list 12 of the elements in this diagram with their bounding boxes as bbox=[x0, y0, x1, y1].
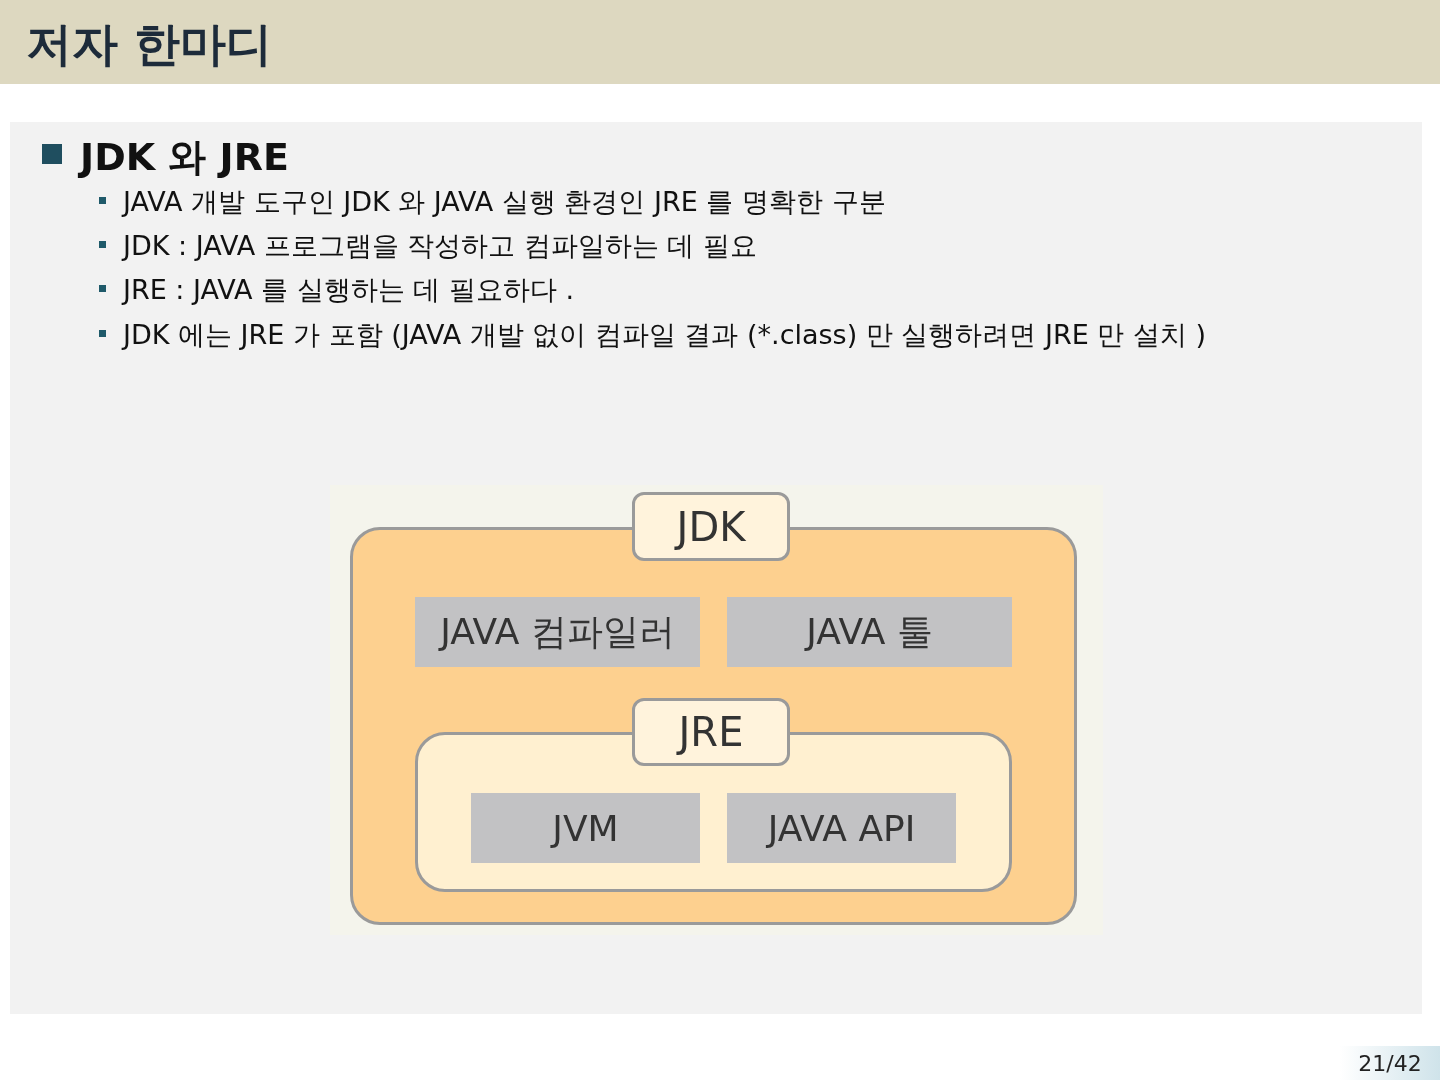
tab-label: JDK bbox=[632, 492, 790, 561]
bullet-text: JDK 에는 JRE 가 포함 (JAVA 개발 없이 컴파일 결과 (*.class) 만 실행하려면 JRE 만 설치 ) bbox=[123, 318, 1207, 352]
component-box: JAVA API bbox=[727, 793, 956, 863]
component-box: JAVA 툴 bbox=[727, 597, 1012, 667]
tab-label: JRE bbox=[632, 698, 790, 766]
section-heading: JDK 와 JRE bbox=[80, 134, 289, 181]
bullet-text: JRE : JAVA 를 실행하는 데 필요하다 . bbox=[123, 273, 574, 307]
slide-title: 저자 한마디 bbox=[26, 16, 272, 73]
component-box: JAVA 컴파일러 bbox=[415, 597, 700, 667]
bullet-text: JDK : JAVA 프로그램을 작성하고 컴파일하는 데 필요 bbox=[123, 229, 758, 263]
component-box: JVM bbox=[471, 793, 700, 863]
bullet-text: JAVA 개발 도구인 JDK 와 JAVA 실행 환경인 JRE 를 명확한 구분 bbox=[123, 185, 886, 219]
